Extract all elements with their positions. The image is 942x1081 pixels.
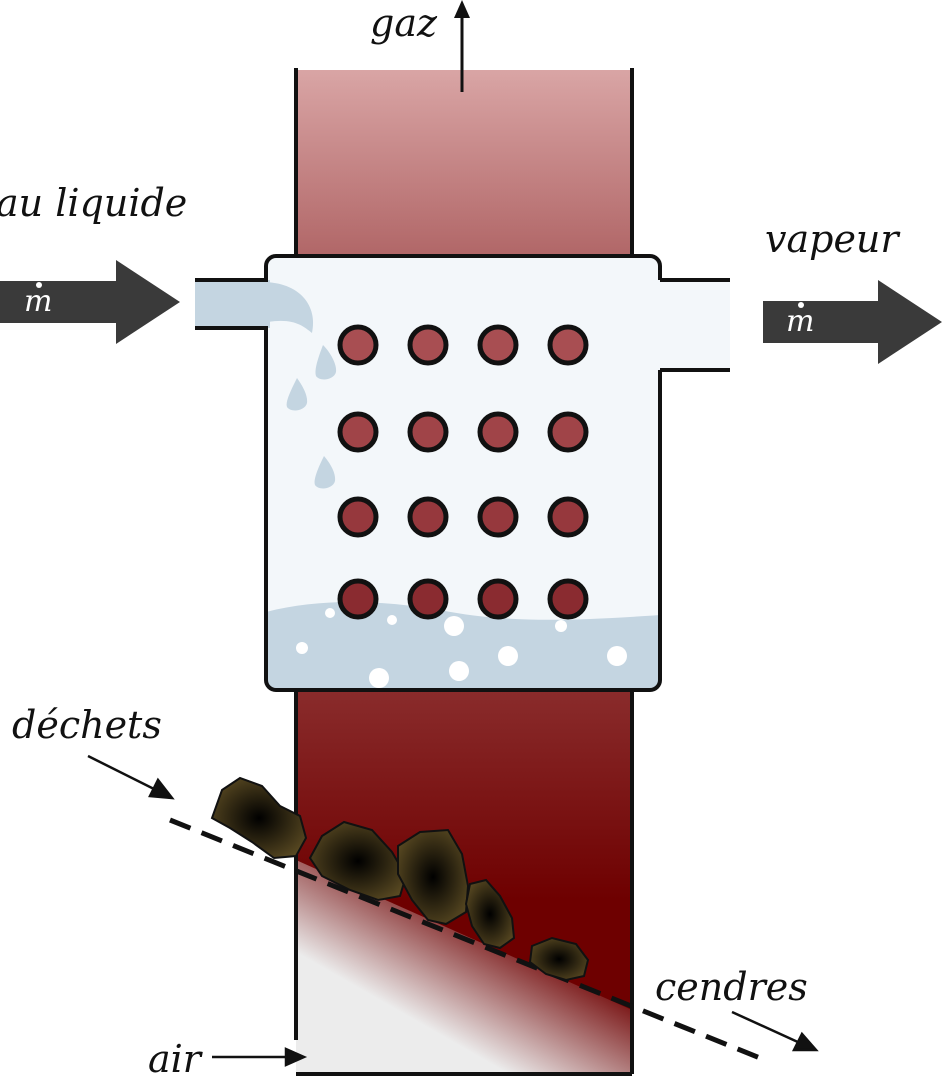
boiler-tube bbox=[407, 411, 449, 453]
gas-label: gaz bbox=[370, 1, 438, 45]
tube-bank bbox=[337, 324, 589, 620]
steam-label: vapeur bbox=[765, 217, 899, 261]
waste-lump bbox=[464, 878, 516, 950]
boiler-tube bbox=[337, 411, 379, 453]
steam-outlet-pipe bbox=[658, 278, 730, 372]
boiler-tube bbox=[477, 578, 519, 620]
inlet-mass-flow-symbol: m bbox=[24, 282, 53, 319]
boiler-tube bbox=[337, 324, 379, 366]
ash-outflow-arrow bbox=[731, 1010, 819, 1052]
water-inflow-arrow bbox=[0, 260, 180, 344]
boiler-tube bbox=[477, 324, 519, 366]
waste-inflow-arrow bbox=[87, 754, 175, 800]
column-walls bbox=[294, 68, 634, 1076]
boiler-tube bbox=[547, 324, 589, 366]
water-inlet-label: au liquide bbox=[0, 181, 188, 225]
waste-lump bbox=[210, 776, 308, 860]
grate-line bbox=[169, 817, 766, 1063]
boiler-tube bbox=[547, 496, 589, 538]
boiler-tube bbox=[407, 324, 449, 366]
boiler-tube bbox=[547, 578, 589, 620]
waste-lump bbox=[528, 936, 590, 982]
gas-outlet-arrow bbox=[454, 0, 470, 92]
boiler-tube bbox=[547, 411, 589, 453]
boiler-tube bbox=[337, 496, 379, 538]
water-droplets bbox=[286, 345, 337, 489]
steam-bubbles bbox=[296, 608, 627, 688]
outlet-mass-flow-symbol: m bbox=[786, 302, 815, 339]
waste-pile bbox=[210, 776, 590, 982]
water-inlet-pipe bbox=[195, 278, 314, 333]
upper-flue bbox=[296, 70, 632, 260]
waste-lump bbox=[308, 820, 408, 902]
boiler-tube bbox=[477, 496, 519, 538]
waste-label: déchets bbox=[12, 703, 162, 747]
ash-label: cendres bbox=[655, 965, 808, 1009]
boiler-tube bbox=[407, 496, 449, 538]
waste-lump bbox=[397, 828, 470, 926]
steam-outflow-arrow bbox=[763, 280, 942, 364]
boiler-tube bbox=[407, 578, 449, 620]
boiler-tube bbox=[477, 411, 519, 453]
air-label: air bbox=[148, 1037, 201, 1081]
boiler-tube bbox=[337, 578, 379, 620]
air-inflow-arrow bbox=[212, 1047, 308, 1067]
